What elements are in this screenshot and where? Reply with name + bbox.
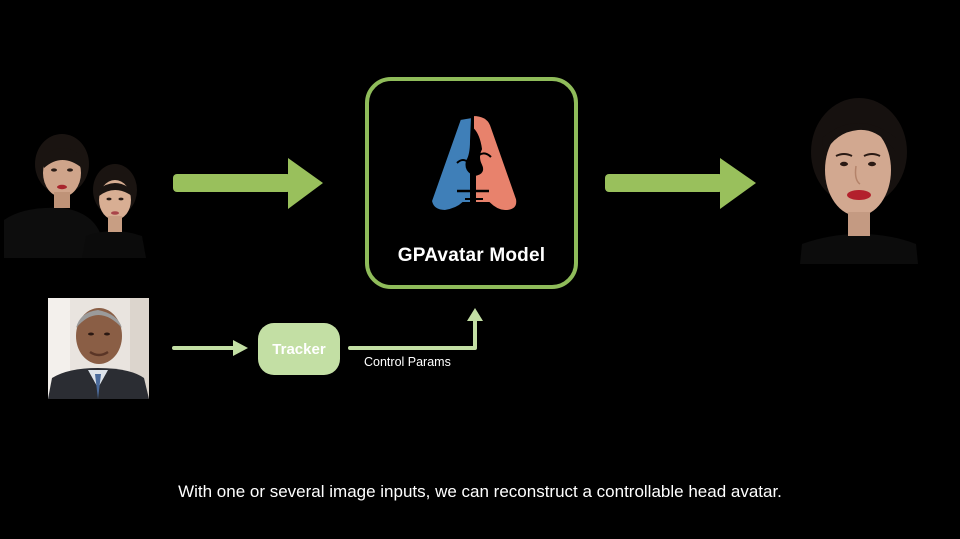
- gpavatar-logo-icon: [429, 113, 519, 213]
- input-face-1: [4, 134, 102, 258]
- input-photos: [4, 128, 146, 258]
- tracker-to-model-arrow: [348, 308, 483, 350]
- model-to-output-arrow: [605, 158, 756, 209]
- caption: With one or several image inputs, we can…: [178, 482, 782, 501]
- input-face-2: [82, 164, 146, 258]
- driver-photo: [48, 298, 149, 399]
- tracker-label: Tracker: [272, 340, 326, 358]
- driver-to-tracker-arrow: [172, 340, 248, 356]
- tracker-box: Tracker: [258, 323, 340, 375]
- output-photo: [800, 94, 918, 264]
- model-title: GPAvatar Model: [397, 245, 546, 266]
- control-params-label: Control Params: [364, 355, 451, 369]
- gpavatar-model-box: GPAvatar Model: [365, 77, 578, 289]
- input-to-model-arrow: [173, 158, 323, 209]
